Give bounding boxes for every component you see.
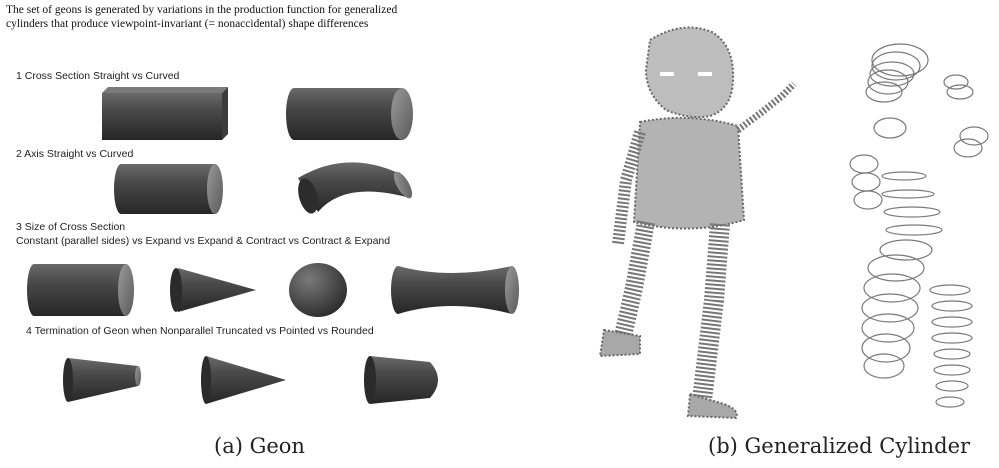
- geon-expanding-cross-section: [170, 268, 256, 312]
- geon-cylinder-straight-axis: [114, 164, 223, 214]
- caption-geon: (a) Geon: [214, 434, 305, 458]
- geon-contract-expand: [391, 266, 519, 314]
- geon-cylinder-curved-axis: [295, 162, 416, 215]
- generalized-cylinder-rings: [850, 44, 988, 407]
- caption-generalized-cylinder: (b) Generalized Cylinder: [708, 434, 970, 458]
- generalized-cylinder-doll: [600, 28, 794, 419]
- geon-expand-contract: [289, 263, 347, 317]
- geon-pointed: [201, 356, 286, 404]
- geon-constant-cross-section: [27, 264, 134, 316]
- geon-rounded: [364, 356, 438, 404]
- geon-cylinder-horizontal: [286, 88, 413, 140]
- geon-box: [102, 87, 228, 140]
- geon-truncated: [63, 358, 141, 402]
